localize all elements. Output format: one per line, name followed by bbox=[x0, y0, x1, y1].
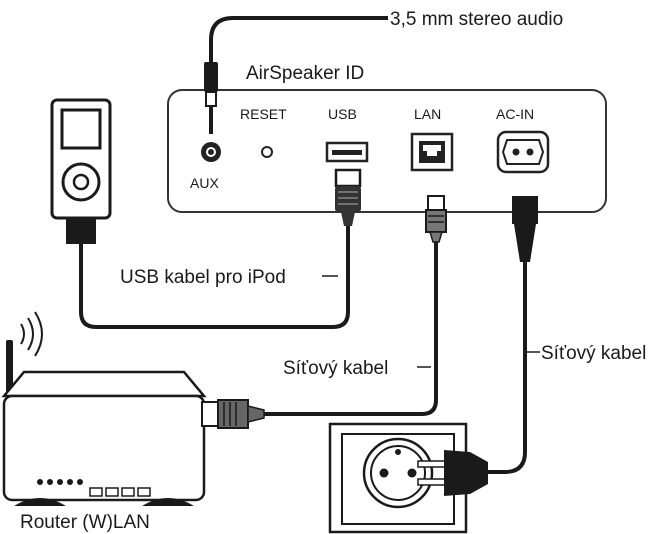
port-label-lan: LAN bbox=[414, 106, 441, 122]
port-label-aux: AUX bbox=[190, 175, 219, 191]
port-label-ac-in: AC-IN bbox=[496, 106, 534, 122]
device-title: AirSpeaker ID bbox=[246, 63, 364, 84]
ac-in-port bbox=[496, 130, 550, 174]
usb-cable bbox=[79, 168, 362, 329]
aux-port bbox=[201, 142, 221, 162]
usb-cable-label: USB kabel pro iPod bbox=[120, 267, 286, 288]
audio-cable-label: 3,5 mm stereo audio bbox=[390, 9, 563, 30]
router-label: Router (W)LAN bbox=[20, 512, 150, 533]
lan-port bbox=[410, 132, 454, 172]
power-plug-icon bbox=[417, 450, 488, 496]
port-label-reset: RESET bbox=[240, 106, 287, 122]
power-cable-label: Síťový kabel bbox=[541, 343, 646, 364]
audio-cable bbox=[204, 16, 388, 134]
power-cable bbox=[486, 196, 538, 474]
lan-cable bbox=[262, 195, 447, 416]
port-label-usb: USB bbox=[328, 106, 357, 122]
ipod-icon bbox=[50, 98, 112, 244]
airspeaker-device bbox=[167, 89, 607, 213]
reset-button bbox=[261, 146, 273, 158]
router-icon bbox=[1, 311, 265, 506]
usb-port bbox=[325, 141, 369, 163]
network-cable-label: Síťový kabel bbox=[283, 358, 388, 379]
